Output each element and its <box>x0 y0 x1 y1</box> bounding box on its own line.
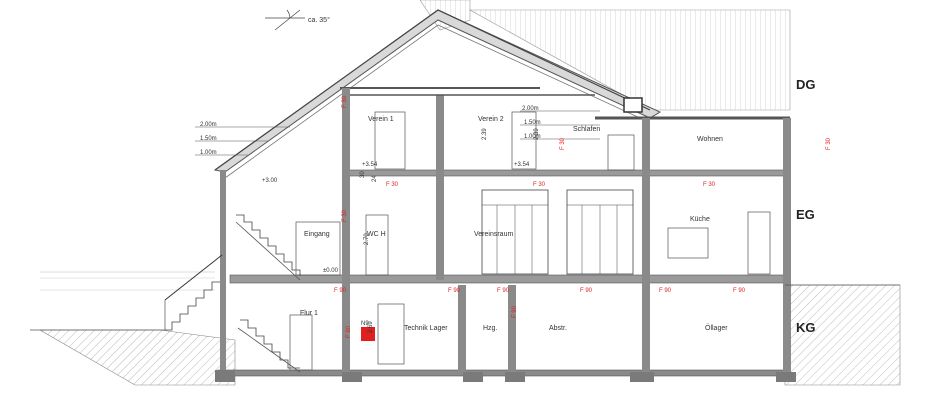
height-150-label: 1.50m <box>200 136 217 142</box>
chimney <box>623 97 643 113</box>
fire-rating-eg-wall: F 30 <box>342 209 348 222</box>
room-verein1: Verein 1 <box>368 116 394 123</box>
dim-slab-24: 24 <box>372 175 378 182</box>
fire-rating-kg-wall2: F 90 <box>512 305 518 318</box>
fire-rating-dg-right: F 30 <box>826 137 832 150</box>
room-schlafen: Schlafen <box>573 126 600 133</box>
level-000: ±0.00 <box>323 268 339 274</box>
main-roof <box>213 9 790 179</box>
height-200-label: 2.00m <box>200 122 217 128</box>
level-kg: KG <box>796 320 816 335</box>
height-200-dg-label: 2.00m <box>522 106 539 112</box>
floor-slabs <box>217 169 791 377</box>
fire-rating-kg-5: F 90 <box>659 288 672 294</box>
dim-kg-height: 2.69 <box>368 321 374 333</box>
fire-rating-kg-6: F 90 <box>733 288 746 294</box>
dim-slab-30: 30 <box>360 171 366 178</box>
room-hzg: Hzg. <box>483 325 497 332</box>
roof-angle-label: ca. 35° <box>308 16 330 24</box>
room-wc: WC H <box>367 231 386 238</box>
room-technik-lager: Technik Lager <box>404 325 448 332</box>
fire-rating-kg-2: F 90 <box>448 288 461 294</box>
dim-dg-height2: 2.39 <box>534 128 540 140</box>
room-wohnen: Wohnen <box>697 136 723 143</box>
walls <box>220 88 791 380</box>
fire-rating-kg-3: F 90 <box>497 288 510 294</box>
dim-dg-height: 2.39 <box>482 128 488 140</box>
level-354-b: +3.54 <box>514 162 530 168</box>
level-354-a: +3.54 <box>362 162 378 168</box>
fire-rating-eg-slab3: F 30 <box>703 182 716 188</box>
earth-fill <box>38 271 901 386</box>
height-guides <box>195 110 600 156</box>
room-verein2: Verein 2 <box>478 116 504 123</box>
extinguisher-icon <box>361 327 375 341</box>
fire-rating-eg-slab2: F 30 <box>533 182 546 188</box>
room-abstr: Abstr. <box>549 325 567 332</box>
room-vereinsraum: Vereinsraum <box>474 231 513 238</box>
fire-rating-dg-schlafen: F 30 <box>560 137 566 150</box>
fire-rating-kg-1: F 90 <box>334 288 347 294</box>
extinguisher-label: N9 <box>361 321 369 327</box>
doors <box>289 111 771 371</box>
fire-rating-eg-slab1: F 30 <box>386 182 399 188</box>
fire-rating-dg-wall: F 30 <box>342 95 348 108</box>
stairs <box>164 214 301 373</box>
dim-eg-height: 2.70 <box>364 233 370 245</box>
height-100-dg-label: 1.00m <box>524 134 541 140</box>
room-eingang: Eingang <box>304 231 330 238</box>
room-flur1: Flur 1 <box>300 310 318 317</box>
height-100-label: 1.00m <box>200 150 217 156</box>
roof-angle-indicator <box>265 9 305 31</box>
level-300: +3.00 <box>262 178 278 184</box>
windows-eg <box>481 189 634 275</box>
height-150-dg-label: 1.50m <box>524 120 541 126</box>
level-eg: EG <box>796 207 815 222</box>
fire-rating-kg-4: F 90 <box>580 288 593 294</box>
fire-rating-kg-wall: F 90 <box>346 325 352 338</box>
room-kueche: Küche <box>690 216 710 223</box>
room-oellager: Öllager <box>705 324 728 332</box>
level-dg: DG <box>796 77 816 92</box>
foundations <box>215 370 796 382</box>
